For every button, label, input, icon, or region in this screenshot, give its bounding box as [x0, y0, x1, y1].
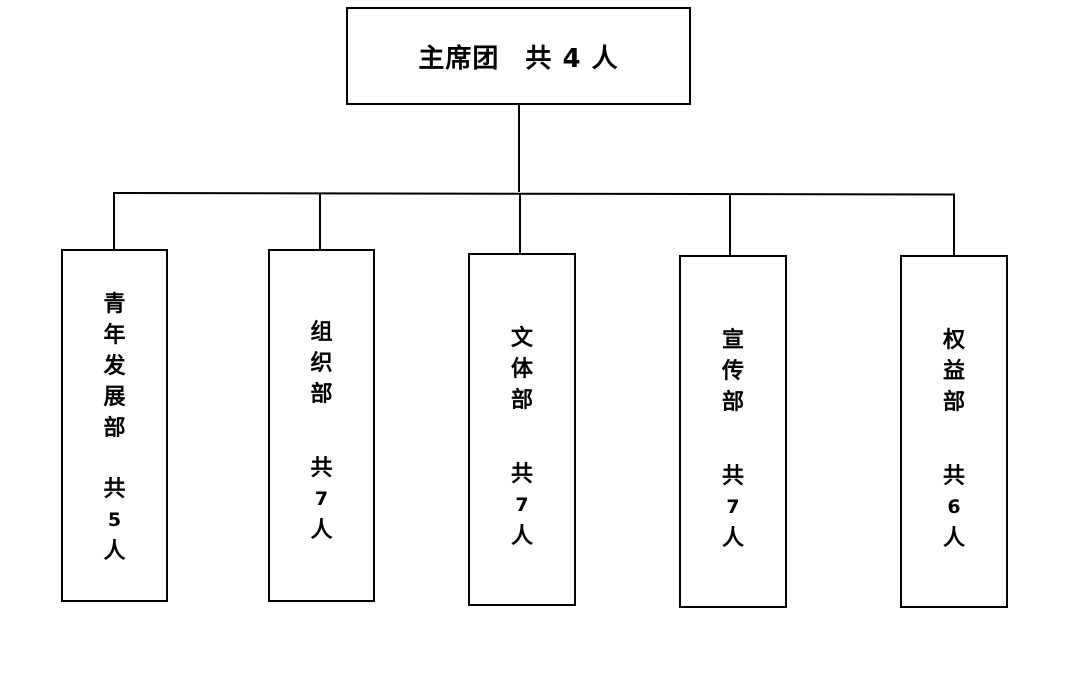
dept-node-rights: 权 益 部 共 6 人: [900, 255, 1008, 608]
dept-connector-line: [953, 195, 955, 256]
dept-connector-line: [319, 193, 321, 250]
dept-name: 权 益 部: [942, 327, 965, 415]
dept-node-culture-sports: 文 体 部 共 7 人: [468, 253, 576, 606]
dept-count: 共 5 人: [103, 476, 126, 564]
root-name: 主席团: [418, 43, 500, 74]
root-node: 主席团共 4 人: [346, 7, 691, 105]
root-count-unit: 人: [591, 43, 619, 74]
dept-count: 共 7 人: [510, 461, 533, 549]
dept-node-publicity: 宣 传 部 共 7 人: [679, 255, 787, 608]
root-label: 主席团共 4 人: [418, 38, 618, 75]
dept-connector-line: [519, 193, 521, 254]
dept-name: 宣 传 部: [721, 327, 744, 415]
dept-node-organization: 组 织 部 共 7 人: [268, 249, 375, 602]
dept-count: 共 7 人: [310, 455, 333, 543]
root-connector-line: [518, 104, 520, 192]
dept-connector-line: [113, 193, 115, 250]
root-count-prefix: 共: [525, 43, 553, 74]
dept-count: 共 6 人: [942, 463, 965, 551]
dept-name: 文 体 部: [510, 325, 533, 413]
dept-node-youth-development: 青 年 发 展 部 共 5 人: [61, 249, 168, 602]
dept-count: 共 7 人: [721, 463, 744, 551]
dept-name: 青 年 发 展 部: [103, 291, 126, 441]
horizontal-bus-line: [112, 192, 956, 196]
dept-name: 组 织 部: [310, 319, 333, 407]
root-count: 4: [562, 43, 582, 74]
dept-connector-line: [729, 195, 731, 256]
